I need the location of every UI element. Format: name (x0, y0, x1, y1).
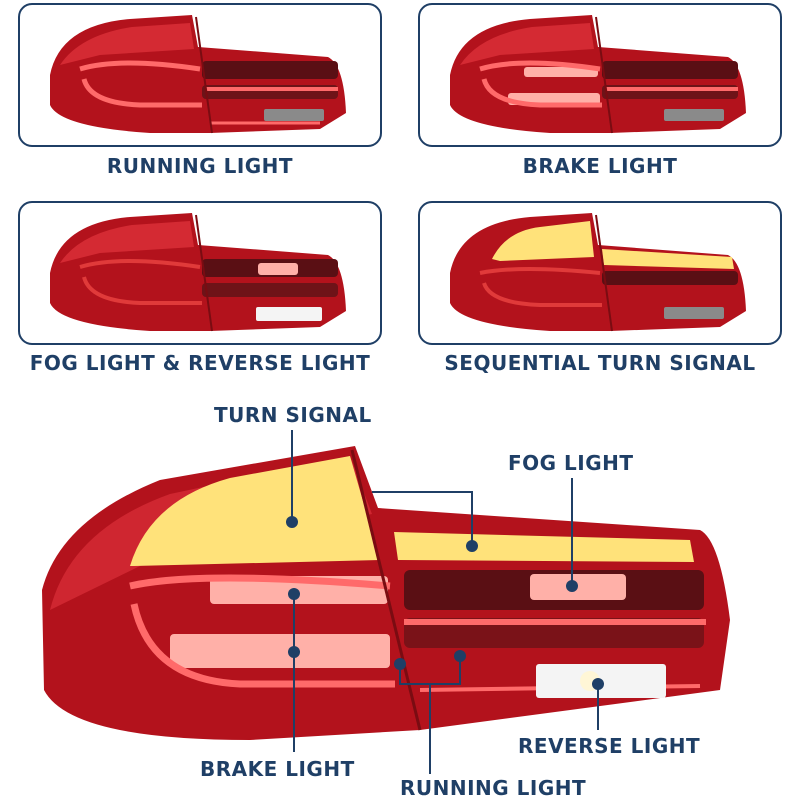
caption-running-light: RUNNING LIGHT (106, 154, 294, 178)
callout-dot-turn-outer (286, 516, 298, 528)
panel-running-light (18, 3, 382, 147)
callout-dot-reverse (592, 678, 604, 690)
turn-signal-inner (394, 532, 694, 562)
brake-led-lower (170, 634, 390, 668)
running-light-curve-outer (129, 574, 391, 590)
label-reverse-light: REVERSE LIGHT (518, 734, 701, 758)
inner-lower-lens (404, 618, 704, 648)
taillight-turn-signal-image (450, 213, 746, 332)
label-running-light: RUNNING LIGHT (400, 776, 587, 800)
label-fog-light: FOG LIGHT (508, 451, 634, 475)
callout-dot-brake-lower (288, 646, 300, 658)
callout-turn-signal (291, 430, 473, 546)
label-brake-light: BRAKE LIGHT (200, 757, 355, 781)
caption-fog-reverse-light: FOG LIGHT & REVERSE LIGHT (29, 351, 371, 375)
taillight-annotated-diagram (42, 430, 730, 774)
callout-dot-running-right (454, 650, 466, 662)
taillight-running-light-image (50, 15, 346, 134)
fog-led (530, 574, 626, 600)
caption-brake-light: BRAKE LIGHT (522, 154, 678, 178)
panel-brake-light (418, 3, 782, 147)
callout-dot-running-left (394, 658, 406, 670)
running-light-curve-lower (130, 603, 395, 688)
caption-sequential-turn-signal: SEQUENTIAL TURN SIGNAL (444, 351, 756, 375)
panel-sequential-turn-signal (418, 201, 782, 345)
callout-running-line (399, 656, 461, 774)
callout-dot-turn-inner (466, 540, 478, 552)
label-turn-signal: TURN SIGNAL (214, 403, 372, 427)
panel-fog-reverse-light (18, 201, 382, 345)
taillight-fog-reverse-image (50, 213, 346, 332)
turn-signal-outer (130, 456, 380, 566)
taillight-brake-light-image (450, 15, 746, 134)
callout-dot-brake-upper (288, 588, 300, 600)
callout-dot-fog (566, 580, 578, 592)
